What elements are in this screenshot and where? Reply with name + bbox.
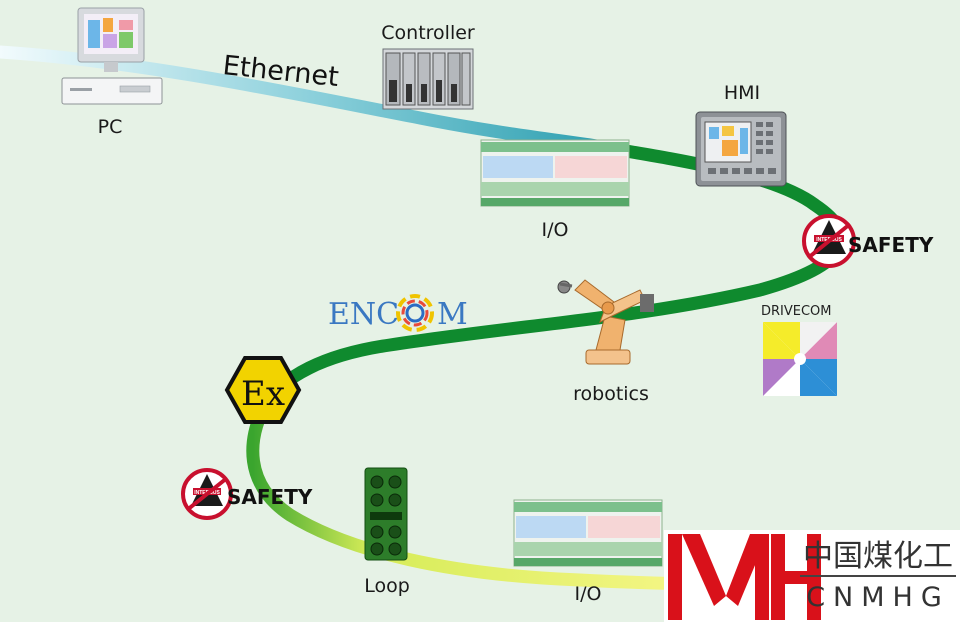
encom-logo: ENC M <box>328 294 468 332</box>
loop-io-module-icon <box>364 467 408 561</box>
controller-plc-icon <box>382 48 474 110</box>
ex-explosion-protection-icon: Ex <box>224 356 302 424</box>
watermark-chinese-text: 中国煤化工 <box>803 539 953 574</box>
drivecom-label: DRIVECOM <box>761 304 832 319</box>
loop-label: Loop <box>364 575 410 597</box>
safety-lower-badge: INTERBUS <box>181 468 233 520</box>
robotics-label: robotics <box>573 383 649 405</box>
pc-label: PC <box>98 116 123 138</box>
ex-symbol-text: Ex <box>241 374 285 414</box>
io-bottom-label: I/O <box>575 583 602 605</box>
robot-arm-icon <box>557 279 654 365</box>
io-module-top-icon <box>480 139 630 207</box>
cnmhg-watermark: 中国煤化工 CNMHG <box>664 530 960 622</box>
pc-computer-icon <box>61 7 163 105</box>
controller-label: Controller <box>381 22 475 44</box>
safety-lower-label: SAFETY <box>227 485 313 509</box>
watermark-latin-text: CNMHG <box>806 582 950 613</box>
drivecom-logo-icon <box>763 322 837 396</box>
hmi-panel-icon <box>695 111 787 187</box>
hmi-label: HMI <box>724 82 760 104</box>
io-module-bottom-icon <box>513 499 663 567</box>
encom-text-right: M <box>437 297 468 332</box>
safety-upper-badge: INTERBUS <box>802 214 856 268</box>
safety-upper-label: SAFETY <box>848 233 934 257</box>
encom-text-left: ENC <box>328 297 399 332</box>
io-top-label: I/O <box>542 219 569 241</box>
mh-logo-mark <box>668 534 821 620</box>
